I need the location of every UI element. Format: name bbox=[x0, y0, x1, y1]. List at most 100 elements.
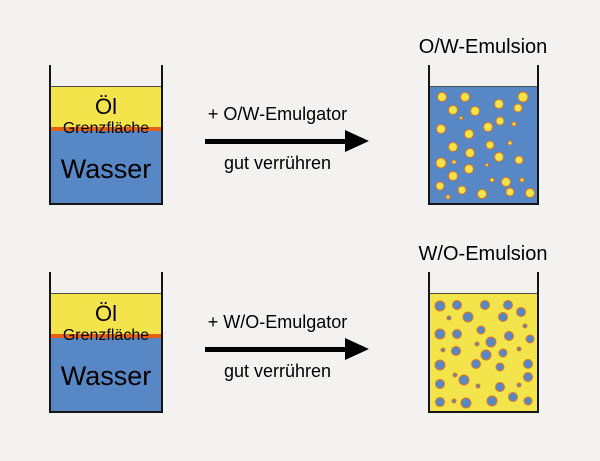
water-droplet bbox=[507, 392, 518, 403]
beaker-separated-bottom: Öl Wasser Grenzfläche bbox=[49, 272, 163, 413]
oil-label: Öl bbox=[95, 94, 117, 119]
oil-droplet bbox=[436, 92, 447, 103]
oil-droplet bbox=[451, 159, 457, 165]
water-droplet bbox=[451, 329, 462, 340]
water-droplet bbox=[480, 349, 492, 361]
oil-droplet bbox=[465, 147, 476, 158]
interface-layer bbox=[51, 334, 161, 338]
oil-droplet bbox=[457, 185, 467, 195]
oil-droplet bbox=[435, 157, 447, 169]
stir-label: gut verrühren bbox=[223, 153, 332, 173]
oil-droplet bbox=[517, 91, 529, 103]
water-droplet bbox=[516, 382, 522, 388]
water-droplet bbox=[476, 325, 486, 335]
water-droplet bbox=[523, 372, 534, 383]
oil-droplet bbox=[445, 194, 451, 200]
water-droplet bbox=[485, 336, 497, 348]
oil-droplet bbox=[525, 187, 536, 198]
beaker-ow-emulsion bbox=[428, 65, 539, 205]
oil-droplet bbox=[463, 163, 474, 174]
oil-droplet bbox=[470, 106, 481, 117]
oil-droplet bbox=[463, 129, 474, 140]
water-droplet bbox=[522, 323, 528, 329]
arrow-shaft bbox=[205, 139, 347, 144]
water-droplet bbox=[497, 312, 508, 323]
water-droplet bbox=[498, 348, 508, 358]
emulgator-label: + O/W-Emulgator bbox=[207, 104, 348, 124]
oil-droplet bbox=[505, 187, 515, 197]
oil-droplet bbox=[494, 99, 504, 110]
water-droplet bbox=[523, 396, 533, 406]
oil-label: Öl bbox=[95, 301, 117, 326]
stir-label: gut verrühren bbox=[223, 361, 332, 381]
emulsion-title-ow: O/W-Emulsion bbox=[418, 36, 548, 58]
oil-droplet bbox=[435, 124, 446, 135]
separated-liquid: Öl Wasser Grenzfläche bbox=[51, 293, 161, 411]
separated-liquid: Öl Wasser Grenzfläche bbox=[51, 86, 161, 203]
water-label: Wasser bbox=[60, 153, 152, 184]
water-droplet bbox=[516, 346, 522, 352]
oil-droplet bbox=[485, 140, 495, 150]
water-layer: Wasser bbox=[51, 131, 161, 203]
water-droplet bbox=[460, 397, 472, 409]
water-droplet bbox=[434, 328, 446, 340]
water-droplet bbox=[440, 347, 446, 353]
water-droplet bbox=[470, 359, 481, 370]
water-layer: Wasser bbox=[51, 338, 161, 411]
water-label: Wasser bbox=[60, 361, 152, 391]
oil-droplet bbox=[459, 92, 470, 103]
water-droplet bbox=[451, 299, 462, 310]
oil-layer: Öl bbox=[51, 294, 161, 334]
oil-droplet bbox=[513, 103, 523, 113]
arrow-shaft bbox=[205, 347, 347, 352]
arrow-head-icon bbox=[345, 338, 369, 360]
water-droplet bbox=[435, 396, 446, 407]
oil-droplet bbox=[448, 104, 459, 115]
oil-droplet bbox=[435, 181, 445, 191]
oil-droplet bbox=[447, 141, 458, 152]
water-droplet bbox=[495, 362, 505, 372]
arrow-head-icon bbox=[345, 130, 369, 152]
water-droplet bbox=[523, 359, 534, 370]
water-droplet bbox=[525, 334, 535, 344]
water-droplet bbox=[503, 331, 514, 341]
oil-droplet bbox=[476, 188, 487, 199]
water-droplet bbox=[446, 315, 452, 321]
interface-layer bbox=[51, 127, 161, 131]
interface-label: Grenzfläche bbox=[62, 327, 150, 344]
wo-emulsion-liquid bbox=[430, 293, 537, 411]
emulgator-label: + W/O-Emulgator bbox=[207, 312, 348, 332]
water-droplet bbox=[479, 299, 490, 310]
oil-droplet bbox=[495, 116, 505, 126]
oil-droplet bbox=[507, 140, 513, 146]
water-droplet bbox=[502, 299, 513, 310]
oil-droplet bbox=[514, 155, 524, 165]
water-droplet bbox=[434, 300, 446, 312]
water-droplet bbox=[458, 374, 470, 386]
water-droplet bbox=[486, 395, 498, 407]
water-droplet bbox=[474, 341, 480, 347]
oil-droplet bbox=[459, 115, 464, 120]
water-droplet bbox=[434, 359, 446, 371]
ow-emulsion-liquid bbox=[430, 86, 537, 203]
beaker-separated-top: Öl Wasser Grenzfläche bbox=[49, 65, 163, 205]
water-droplet bbox=[475, 383, 481, 389]
water-droplet bbox=[451, 398, 457, 404]
oil-droplet bbox=[519, 177, 525, 183]
oil-layer: Öl bbox=[51, 87, 161, 127]
emulsion-title-wo: W/O-Emulsion bbox=[418, 243, 548, 265]
water-droplet bbox=[462, 311, 474, 323]
reaction-arrow-bottom: + W/O-Emulgator gut verrühren bbox=[205, 308, 375, 390]
water-droplet bbox=[515, 306, 526, 317]
interface-label: Grenzfläche bbox=[62, 120, 150, 137]
water-droplet bbox=[452, 372, 457, 378]
oil-droplet bbox=[511, 121, 517, 127]
water-droplet bbox=[451, 345, 462, 356]
reaction-arrow-top: + O/W-Emulgator gut verrühren bbox=[205, 100, 375, 182]
oil-droplet bbox=[484, 162, 489, 167]
beaker-wo-emulsion bbox=[428, 272, 539, 413]
water-droplet bbox=[435, 378, 446, 389]
oil-droplet bbox=[500, 176, 511, 187]
oil-droplet bbox=[483, 121, 494, 132]
